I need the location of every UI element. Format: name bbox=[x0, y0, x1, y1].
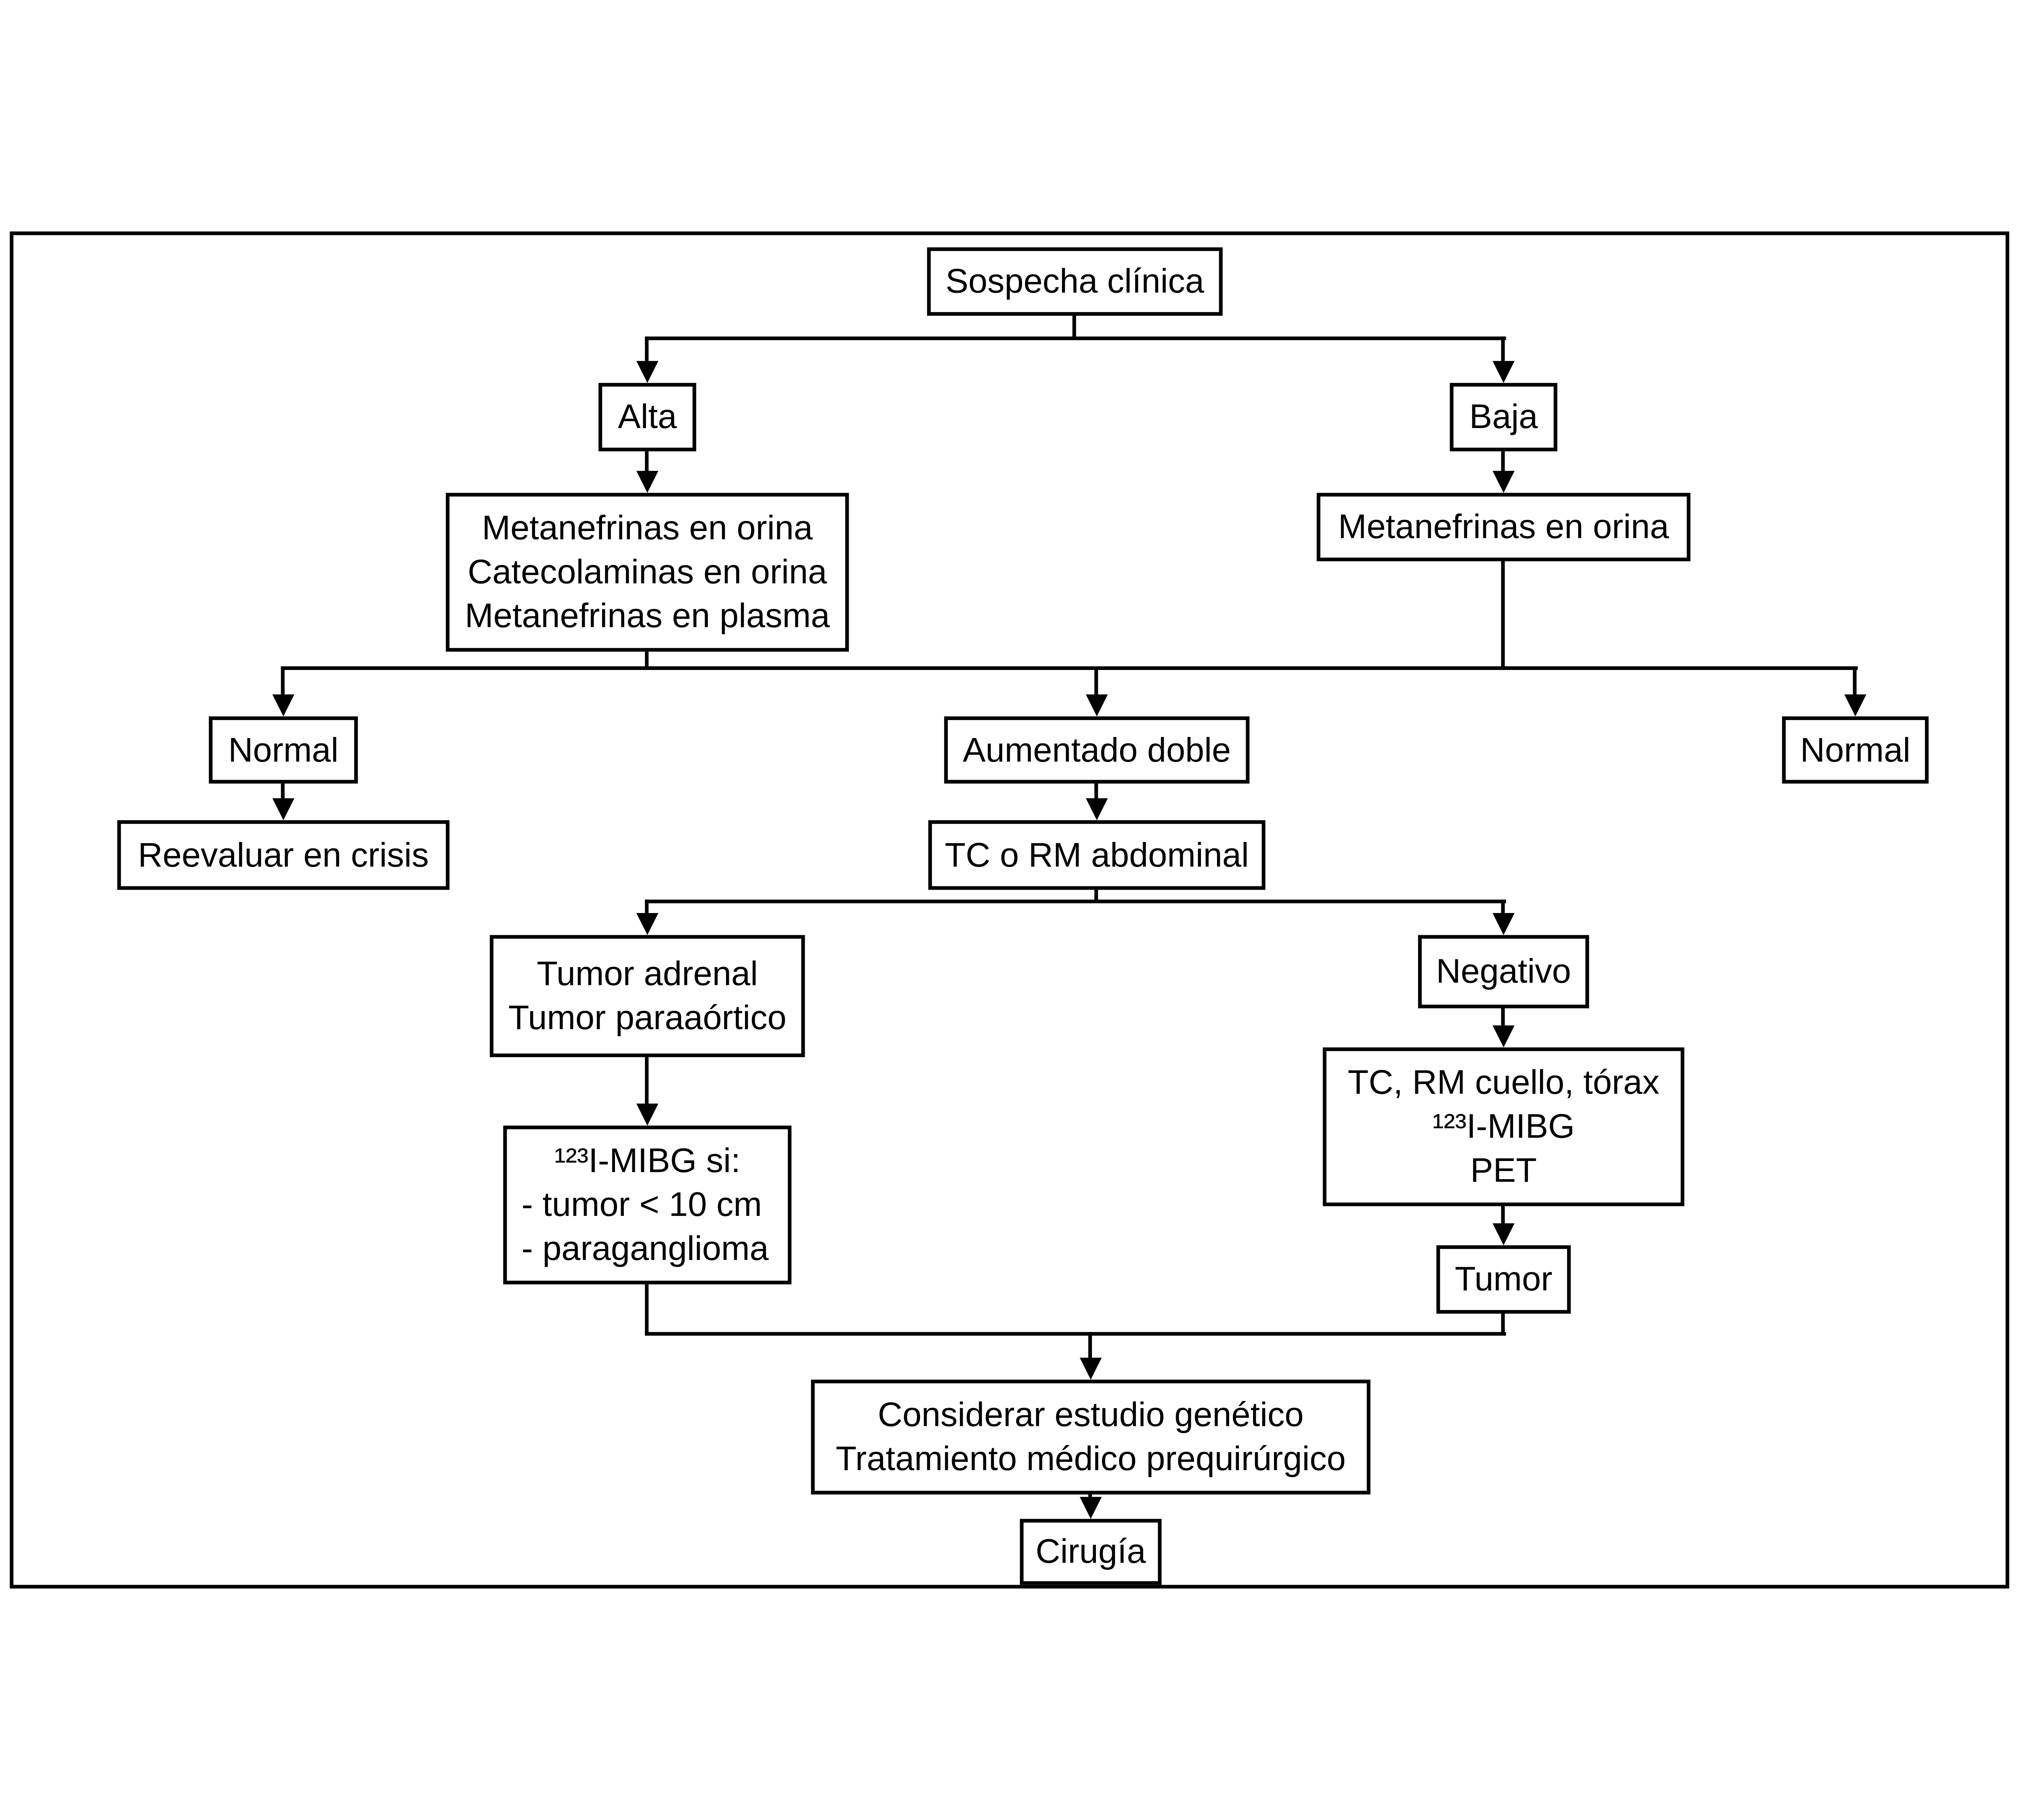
connector-line bbox=[1094, 783, 1098, 798]
connector-line bbox=[645, 336, 1506, 340]
arrow-down-icon bbox=[272, 798, 294, 821]
arrow-down-icon bbox=[272, 694, 294, 717]
outer-border bbox=[10, 231, 2009, 1589]
connector-line bbox=[645, 451, 649, 471]
arrow-down-icon bbox=[1492, 1025, 1515, 1047]
connector-line bbox=[1501, 1314, 1505, 1335]
mibg-items: - tumor < 10 cm - paraganglioma bbox=[521, 1185, 769, 1267]
connector-line bbox=[281, 666, 285, 695]
arrow-down-icon bbox=[636, 913, 659, 935]
connector-line bbox=[1501, 451, 1505, 471]
connector-line bbox=[1501, 1008, 1505, 1026]
connector-line bbox=[1853, 666, 1857, 695]
arrow-down-icon bbox=[636, 1103, 659, 1126]
arrow-down-icon bbox=[636, 471, 659, 493]
node-metanefrinas-alta: Metanefrinas en orina Catecolaminas en o… bbox=[446, 493, 849, 652]
node-aumentado-doble: Aumentado doble bbox=[944, 716, 1250, 784]
node-cirugia: Cirugía bbox=[1020, 1519, 1162, 1585]
connector-line bbox=[1501, 1206, 1505, 1224]
arrow-down-icon bbox=[1492, 471, 1515, 493]
node-negativo: Negativo bbox=[1418, 935, 1589, 1008]
node-tumor: Tumor bbox=[1436, 1245, 1571, 1314]
node-reevaluar-en-crisis: Reevaluar en crisis bbox=[117, 820, 450, 890]
node-label: Cirugía bbox=[1035, 1532, 1146, 1570]
node-label: Metanefrinas en orina Catecolaminas en o… bbox=[465, 509, 830, 635]
node-sospecha-clinica: Sospecha clínica bbox=[927, 247, 1223, 316]
connector-line bbox=[1088, 1332, 1092, 1358]
connector-line bbox=[1094, 890, 1098, 902]
node-mibg-criteria: ¹²³I-MIBG si: - tumor < 10 cm - paragang… bbox=[503, 1125, 792, 1285]
node-metanefrinas-baja: Metanefrinas en orina bbox=[1316, 493, 1691, 561]
node-normal-left: Normal bbox=[209, 716, 358, 784]
connector-line bbox=[1094, 666, 1098, 695]
node-label: Negativo bbox=[1436, 952, 1571, 990]
node-baja: Baja bbox=[1450, 383, 1557, 451]
connector-line bbox=[1501, 561, 1505, 669]
arrow-down-icon bbox=[1086, 694, 1108, 717]
node-tumor-adrenal-paraaortico: Tumor adrenal Tumor paraaórtico bbox=[489, 935, 805, 1057]
mibg-title: ¹²³I-MIBG si: bbox=[554, 1142, 741, 1180]
arrow-down-icon bbox=[636, 361, 659, 383]
arrow-down-icon bbox=[1079, 1358, 1102, 1380]
node-label: Considerar estudio genético Tratamiento … bbox=[835, 1396, 1346, 1478]
connector-line bbox=[645, 1284, 649, 1335]
node-label: Metanefrinas en orina bbox=[1338, 508, 1669, 546]
connector-line bbox=[645, 1332, 1506, 1336]
node-tc-rm-abdominal: TC o RM abdominal bbox=[928, 820, 1266, 890]
arrow-down-icon bbox=[1079, 1497, 1102, 1519]
arrow-down-icon bbox=[1492, 361, 1515, 383]
node-alta: Alta bbox=[598, 383, 697, 451]
flowchart-canvas: Sospecha clínica Alta Baja Metanefrinas … bbox=[0, 222, 2019, 1598]
arrow-down-icon bbox=[1086, 798, 1108, 821]
node-normal-right: Normal bbox=[1782, 716, 1929, 784]
connector-line bbox=[645, 899, 649, 913]
node-label: Normal bbox=[228, 731, 339, 768]
node-considerar-estudio-genetico: Considerar estudio genético Tratamiento … bbox=[811, 1379, 1370, 1495]
connector-line bbox=[1501, 899, 1505, 913]
node-label: Tumor bbox=[1454, 1260, 1553, 1298]
node-label: Aumentado doble bbox=[963, 731, 1231, 768]
connector-line bbox=[1501, 336, 1505, 361]
node-label: Alta bbox=[618, 397, 677, 436]
node-label: Reevaluar en crisis bbox=[138, 835, 429, 873]
arrow-down-icon bbox=[1492, 1223, 1515, 1245]
connector-line bbox=[645, 1057, 649, 1104]
node-label: Baja bbox=[1469, 397, 1538, 436]
node-label: Tumor adrenal Tumor paraaórtico bbox=[508, 955, 787, 1037]
connector-line bbox=[281, 666, 1858, 670]
connector-line bbox=[281, 783, 285, 798]
node-label: TC, RM cuello, tórax ¹²³I-MIBG PET bbox=[1347, 1063, 1660, 1189]
connector-line bbox=[645, 336, 649, 361]
node-label: Normal bbox=[1800, 731, 1911, 768]
node-label: Sospecha clínica bbox=[945, 262, 1204, 300]
connector-line bbox=[1072, 315, 1076, 339]
arrow-down-icon bbox=[1844, 694, 1866, 717]
node-label-group: ¹²³I-MIBG si: - tumor < 10 cm - paragang… bbox=[507, 1139, 788, 1270]
node-tc-rm-cuello-torax: TC, RM cuello, tórax ¹²³I-MIBG PET bbox=[1322, 1047, 1685, 1207]
connector-line bbox=[645, 651, 649, 669]
arrow-down-icon bbox=[1492, 913, 1515, 935]
node-label: TC o RM abdominal bbox=[944, 835, 1249, 873]
connector-line bbox=[645, 899, 1506, 903]
